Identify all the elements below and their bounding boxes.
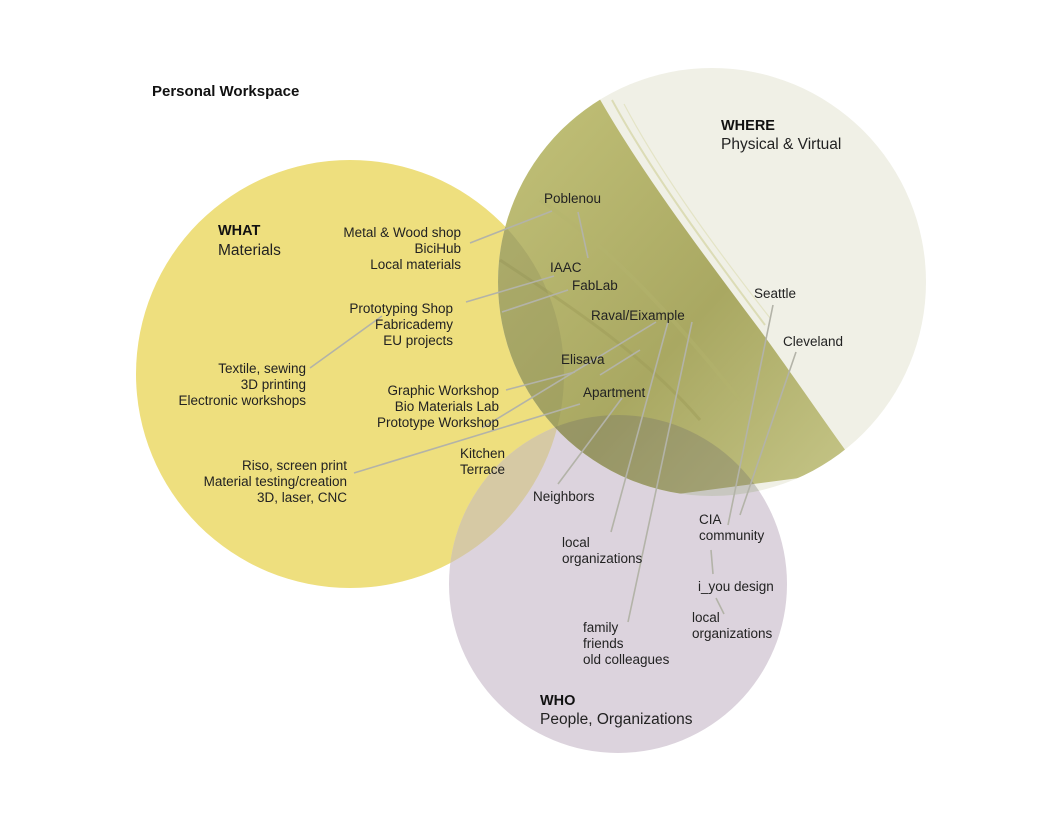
connector-lines xyxy=(309,210,797,623)
what-item: EU projects xyxy=(383,333,453,348)
who-item: community xyxy=(699,528,765,543)
what-item: Bio Materials Lab xyxy=(395,399,499,414)
where-item: Apartment xyxy=(583,385,646,400)
what-item: Local materials xyxy=(370,257,461,272)
what-item: Fabricademy xyxy=(375,317,453,332)
who-item: old colleagues xyxy=(583,652,670,667)
what-item: Material testing/creation xyxy=(204,474,347,489)
what-item: Terrace xyxy=(460,462,505,477)
where-item: FabLab xyxy=(572,278,618,293)
who-item: CIA xyxy=(699,512,722,527)
where-subheading: Physical & Virtual xyxy=(721,136,841,153)
what-item: Prototyping Shop xyxy=(349,301,453,316)
where-item: Cleveland xyxy=(783,334,843,349)
where-texture xyxy=(498,96,860,496)
what-item: Electronic workshops xyxy=(178,393,306,408)
where-item: Poblenou xyxy=(544,191,601,206)
what-item: Graphic Workshop xyxy=(387,383,499,398)
page-title: Personal Workspace xyxy=(152,83,299,100)
who-item: friends xyxy=(583,636,624,651)
where-item: IAAC xyxy=(550,260,582,275)
what-subheading: Materials xyxy=(218,242,281,259)
who-item: local xyxy=(562,535,590,550)
where-item: Seattle xyxy=(754,286,796,301)
who-heading: WHO xyxy=(540,693,575,709)
what-item: 3D printing xyxy=(241,377,306,392)
what-heading: WHAT xyxy=(218,223,261,239)
what-item: Kitchen xyxy=(460,446,505,461)
what-item: Riso, screen print xyxy=(242,458,347,473)
who-item: family xyxy=(583,620,619,635)
where-circle xyxy=(498,68,926,496)
where-heading: WHERE xyxy=(721,118,775,134)
who-item: local xyxy=(692,610,720,625)
what-circle xyxy=(136,160,564,588)
what-item: Prototype Workshop xyxy=(377,415,499,430)
who-item: organizations xyxy=(562,551,643,566)
what-item: Textile, sewing xyxy=(218,361,306,376)
where-item: Raval/Eixample xyxy=(591,308,685,323)
who-circle xyxy=(449,415,787,753)
where-item: Elisava xyxy=(561,352,605,367)
who-item: Neighbors xyxy=(533,489,595,504)
what-item: 3D, laser, CNC xyxy=(257,490,347,505)
who-item: i_you design xyxy=(698,579,774,594)
what-item: Metal & Wood shop xyxy=(343,225,461,240)
what-item: BiciHub xyxy=(414,241,461,256)
who-item: organizations xyxy=(692,626,773,641)
who-subheading: People, Organizations xyxy=(540,711,693,728)
